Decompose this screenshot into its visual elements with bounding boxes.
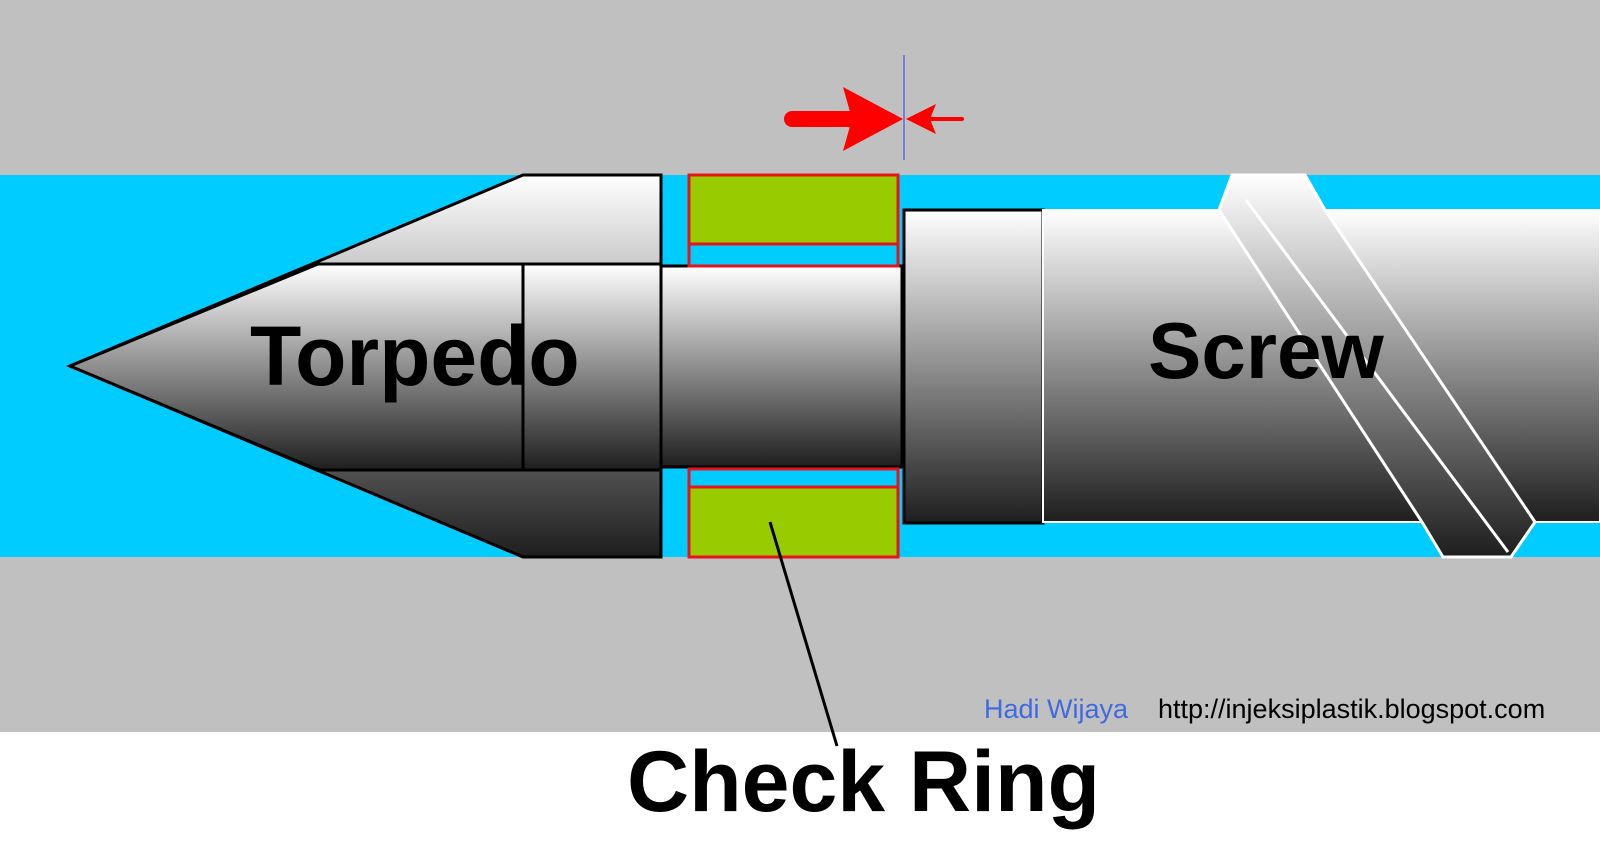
right-arrow-icon	[784, 87, 903, 151]
left-arrow-icon	[906, 104, 964, 134]
torpedo-label: Torpedo	[250, 309, 580, 403]
check-ring-label: Check Ring	[627, 734, 1101, 830]
check-ring-leader-line	[768, 521, 839, 747]
screw-flight-edge	[1244, 199, 1510, 553]
check-ring-bottom	[687, 485, 900, 559]
screw-label: Screw	[1148, 306, 1384, 395]
author-credit: Hadi Wijaya	[984, 694, 1129, 724]
check-ring-top	[687, 173, 900, 246]
source-url: http://injeksiplastik.blogspot.com	[1158, 694, 1546, 724]
check-ring-top-inner	[687, 242, 900, 268]
torpedo	[66, 173, 663, 559]
check-ring	[687, 173, 900, 559]
screw-collar	[902, 208, 1045, 525]
torpedo-shaft	[659, 264, 904, 469]
screw	[1042, 173, 1600, 559]
